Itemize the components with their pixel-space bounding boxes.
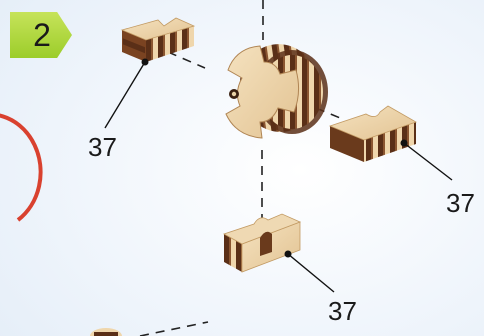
leader-line-right — [403, 142, 453, 181]
part-label-top-left: 37 — [88, 132, 117, 162]
part-label-bottom: 37 — [328, 296, 357, 326]
block-right — [328, 105, 417, 162]
red-ring-arc — [0, 113, 43, 222]
central-rotor — [225, 44, 328, 139]
leader-line-top-left — [104, 61, 146, 129]
step-number: 2 — [33, 17, 51, 53]
part-label-right: 37 — [446, 188, 475, 218]
step-badge — [10, 12, 72, 58]
block-bottom — [223, 213, 302, 273]
block-top-left — [120, 17, 196, 62]
leader-line-bottom — [287, 253, 335, 293]
partial-part-bottom — [90, 328, 122, 336]
